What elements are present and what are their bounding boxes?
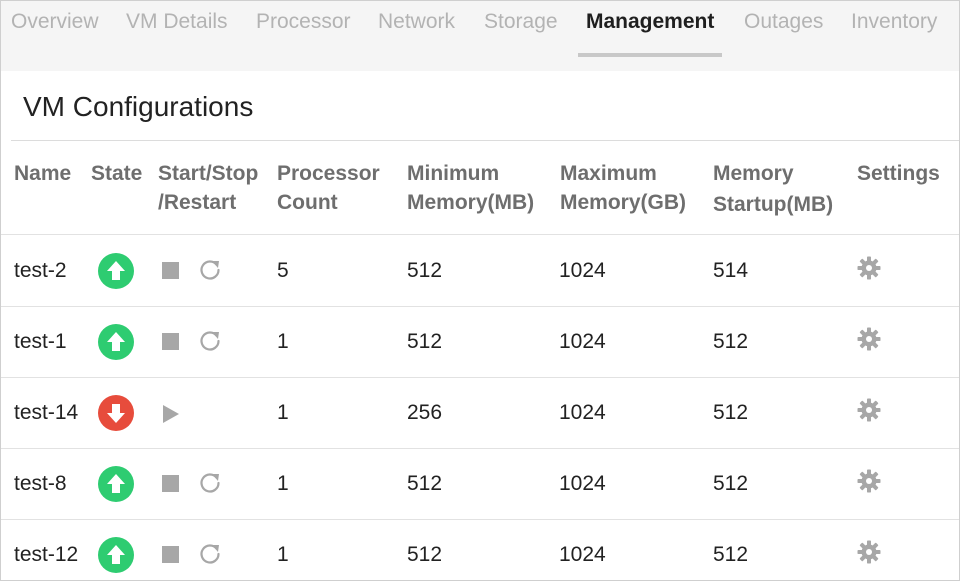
table-row: test-2 5 512 1024 514 xyxy=(1,235,959,307)
cell-minimum-memory: 256 xyxy=(407,401,443,424)
stop-icon[interactable] xyxy=(162,475,179,492)
column-header-line: Start/Stop xyxy=(158,162,259,185)
table-row: test-12 1 512 1024 512 xyxy=(1,519,959,580)
cell-maximum-memory: 1024 xyxy=(559,472,606,495)
tab-content-gap xyxy=(1,59,959,71)
cell-processor-count: 1 xyxy=(277,401,289,424)
column-header-start-stop: Start/Stop /Restart xyxy=(158,159,258,217)
gear-icon[interactable] xyxy=(857,540,881,564)
cell-processor-count: 1 xyxy=(277,472,289,495)
column-header-name: Name xyxy=(14,162,72,185)
column-header-line: Count xyxy=(277,191,338,214)
table-row: test-8 1 512 1024 512 xyxy=(1,448,959,520)
cell-minimum-memory: 512 xyxy=(407,472,443,495)
gear-icon[interactable] xyxy=(857,256,881,280)
tab-storage[interactable]: Storage xyxy=(484,10,558,33)
cell-name: test-12 xyxy=(14,543,79,566)
stop-icon[interactable] xyxy=(162,546,179,563)
state-up-icon xyxy=(98,537,134,573)
tab-network[interactable]: Network xyxy=(378,10,456,33)
cell-memory-startup: 512 xyxy=(713,401,749,424)
column-header-line: Minimum xyxy=(407,162,500,185)
restart-icon[interactable] xyxy=(197,540,223,566)
cell-maximum-memory: 1024 xyxy=(559,543,606,566)
cell-memory-startup: 512 xyxy=(713,543,749,566)
cell-maximum-memory: 1024 xyxy=(559,401,606,424)
column-header-minimum-memory: Minimum Memory(MB) xyxy=(407,159,534,217)
column-header-line: Startup(MB) xyxy=(713,193,834,216)
cell-maximum-memory: 1024 xyxy=(559,259,606,282)
column-header-line: /Restart xyxy=(158,191,237,214)
cell-memory-startup: 512 xyxy=(713,330,749,353)
vm-configurations-section: VM Configurations Name State Start/Stop … xyxy=(1,71,959,580)
cell-name: test-14 xyxy=(14,401,79,424)
cell-maximum-memory: 1024 xyxy=(559,330,606,353)
gear-icon[interactable] xyxy=(857,398,881,422)
column-header-line: Memory(MB) xyxy=(407,191,535,214)
table-row: test-1 1 512 1024 512 xyxy=(1,306,959,378)
restart-icon[interactable] xyxy=(197,256,223,282)
stop-icon[interactable] xyxy=(162,262,179,279)
divider xyxy=(1,234,959,235)
column-header-state: State xyxy=(91,162,143,185)
play-icon[interactable] xyxy=(162,404,180,424)
column-header-processor-count: Processor Count xyxy=(277,159,380,217)
cell-processor-count: 5 xyxy=(277,259,289,282)
cell-processor-count: 1 xyxy=(277,330,289,353)
state-up-icon xyxy=(98,253,134,289)
state-down-icon xyxy=(98,395,134,431)
tab-vm-details[interactable]: VM Details xyxy=(126,10,228,33)
cell-minimum-memory: 512 xyxy=(407,330,443,353)
column-header-maximum-memory: Maximum Memory(GB) xyxy=(560,159,686,217)
cell-name: test-2 xyxy=(14,259,67,282)
cell-minimum-memory: 512 xyxy=(407,259,443,282)
tab-processor[interactable]: Processor xyxy=(256,10,351,33)
table-row: test-14 1 256 1024 512 xyxy=(1,377,959,449)
tab-bar: Overview VM Details Processor Network St… xyxy=(1,1,959,59)
divider xyxy=(11,140,959,141)
cell-name: test-1 xyxy=(14,330,67,353)
column-header-memory-startup: Memory Startup(MB) xyxy=(713,159,833,219)
tab-overview[interactable]: Overview xyxy=(11,10,99,33)
state-up-icon xyxy=(98,324,134,360)
column-header-line: Processor xyxy=(277,162,380,185)
column-header-line: Memory(GB) xyxy=(560,191,687,214)
cell-name: test-8 xyxy=(14,472,67,495)
column-header-settings: Settings xyxy=(857,162,940,185)
tab-inventory[interactable]: Inventory xyxy=(851,10,938,33)
gear-icon[interactable] xyxy=(857,469,881,493)
gear-icon[interactable] xyxy=(857,327,881,351)
section-title: VM Configurations xyxy=(23,91,254,122)
column-header-line: Memory xyxy=(713,162,794,185)
state-up-icon xyxy=(98,466,134,502)
cell-minimum-memory: 512 xyxy=(407,543,443,566)
tab-outages[interactable]: Outages xyxy=(744,10,824,33)
restart-icon[interactable] xyxy=(197,327,223,353)
cell-memory-startup: 512 xyxy=(713,472,749,495)
restart-icon[interactable] xyxy=(197,469,223,495)
tab-management[interactable]: Management xyxy=(577,1,723,57)
stop-icon[interactable] xyxy=(162,333,179,350)
cell-processor-count: 1 xyxy=(277,543,289,566)
cell-memory-startup: 514 xyxy=(713,259,749,282)
column-header-line: Maximum xyxy=(560,162,657,185)
